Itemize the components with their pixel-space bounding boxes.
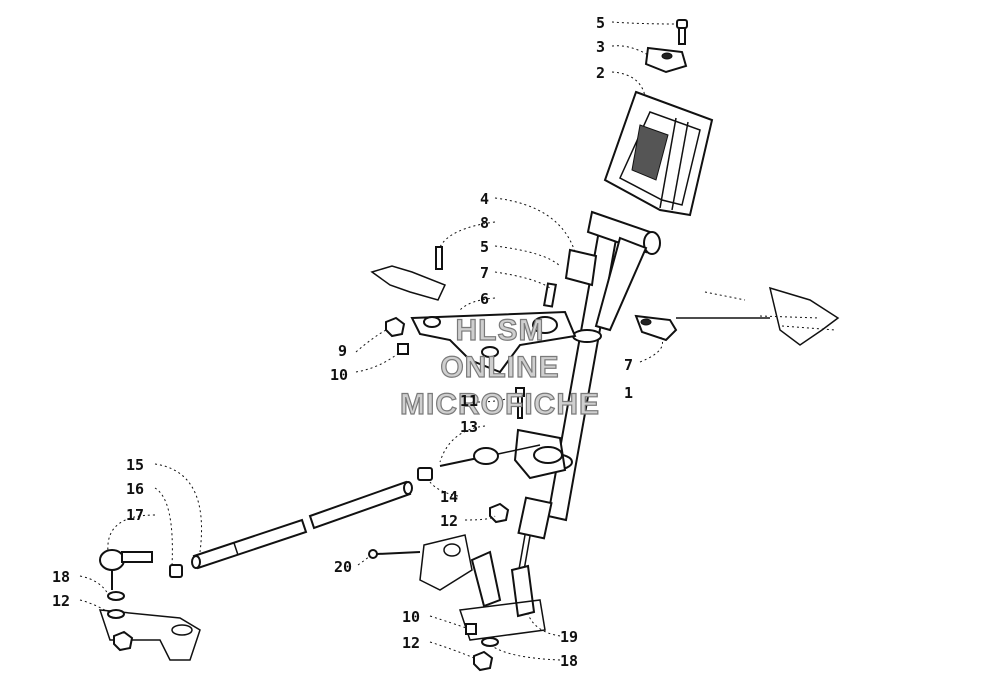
nut-10-lower [465,623,477,635]
upper-clamp-bracket [542,248,598,308]
callout-1: 1 [624,384,633,402]
callout-4: 4 [480,190,489,208]
nut-10-upper [397,343,409,355]
watermark-line-3: MICROFICHE [400,388,600,421]
watermark-line-2: ONLINE [440,351,559,384]
handlebar-mount [603,90,714,217]
lower-post-clamp [513,428,567,480]
callouts: 5 3 2 4 8 5 7 6 9 10 7 1 11 13 14 12 15 … [52,14,633,670]
callout-7-right: 7 [624,356,633,374]
steering-arm-plate [410,310,577,374]
callout-13: 13 [460,418,478,436]
leader-lines [79,21,677,661]
left-clip [370,246,447,301]
top-clamp-cap [644,46,688,74]
callout-17: 17 [126,506,144,524]
callout-12-lower: 12 [402,634,420,652]
rod-end-17 [99,549,153,590]
jam-nut-16 [169,564,183,578]
callout-6: 6 [480,290,489,308]
callout-5-mid: 5 [480,238,489,256]
tie-rod-end-13 [439,444,541,467]
washer-18-left [107,591,125,601]
right-cable-end [704,286,840,346]
right-link [634,314,770,342]
callout-19: 19 [560,628,578,646]
nut-12-middle [489,502,510,524]
watermark-line-1: HLSM [456,314,545,347]
nut-9 [385,316,406,338]
nut-12-lower-left [113,630,134,652]
callout-18-left: 18 [52,568,70,586]
lower-bracket [419,534,546,641]
nut-12-lower [473,650,494,672]
callout-20: 20 [334,558,352,576]
callout-10-lower: 10 [402,608,420,626]
callout-15: 15 [126,456,144,474]
callout-18-lower: 18 [560,652,578,670]
callout-12-left: 12 [52,592,70,610]
callout-16: 16 [126,480,144,498]
callout-2: 2 [596,64,605,82]
callout-14: 14 [440,488,458,506]
top-bolt [676,19,688,45]
bolt-11 [515,387,525,419]
bolt-20 [368,549,421,559]
callout-8: 8 [480,214,489,232]
callout-7-left: 7 [480,264,489,282]
callout-5-top: 5 [596,14,605,32]
callout-3: 3 [596,38,605,56]
callout-10-upper: 10 [330,366,348,384]
callout-12-middle: 12 [440,512,458,530]
washer-18-lower [481,637,499,647]
callout-11: 11 [460,392,478,410]
callout-9: 9 [338,342,347,360]
tie-rod [191,480,413,570]
watermark: HLSM ONLINE MICROFICHE [399,313,600,421]
jam-nut-14 [417,467,433,481]
